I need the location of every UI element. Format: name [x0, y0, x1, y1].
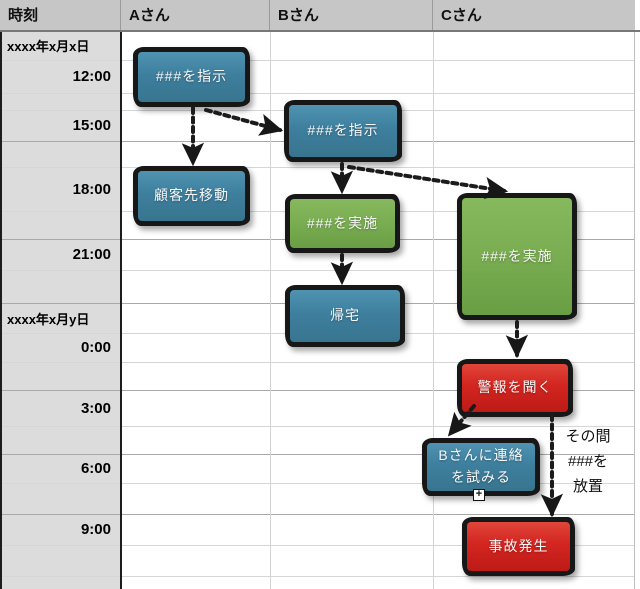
table-right-border — [634, 0, 635, 589]
box-label: 警報を聞く — [477, 379, 553, 396]
box-a-move-to-customer[interactable]: 顧客先移動 — [133, 166, 250, 226]
arrow-a-instruct-to-b-instruct — [204, 108, 284, 136]
box-label-line1: Bさんに連絡 — [438, 447, 524, 464]
header-time: 時刻 — [0, 0, 121, 31]
box-c-hear-alarm[interactable]: 警報を聞く — [457, 359, 573, 417]
box-a-instruct[interactable]: ###を指示 — [133, 47, 250, 107]
annotation-line: 放置 — [572, 478, 603, 495]
time-row-label: 9:00 — [80, 521, 111, 538]
time-row-label: 3:00 — [80, 399, 111, 417]
header-bottom-border — [0, 30, 640, 32]
grid-line — [0, 514, 635, 515]
header-person-a: Aさん — [121, 0, 270, 31]
table-left-border — [0, 0, 2, 589]
box-label: ###を指示 — [307, 122, 379, 139]
time-row-label: 0:00 — [80, 339, 111, 356]
box-label: ###を実施 — [306, 214, 379, 231]
time-row-label: 18:00 — [72, 180, 111, 198]
time-column-background — [0, 31, 121, 589]
box-label: 帰宅 — [330, 307, 360, 324]
box-b-instruct[interactable]: ###を指示 — [284, 100, 402, 162]
grid-line — [0, 545, 635, 546]
grid-line — [0, 60, 635, 61]
header-row: 時刻 Aさん Bさん Cさん — [0, 0, 635, 31]
grid-line — [0, 167, 635, 168]
expand-icon[interactable]: + — [473, 489, 485, 501]
header-person-c: Cさん — [441, 7, 482, 24]
column-divider-b-c — [433, 31, 434, 589]
column-divider-a-b — [270, 31, 271, 589]
annotation-leave-unattended: その間 ###を 放置 — [556, 424, 620, 499]
box-c-execute[interactable]: ###を実施 — [457, 193, 577, 320]
box-label: 顧客先移動 — [154, 187, 229, 204]
box-label-line2: を試みる — [451, 469, 511, 485]
arrow-b-instruct-to-c-execute — [347, 165, 509, 200]
grid-line — [0, 454, 635, 455]
box-label: 事故発生 — [488, 537, 549, 554]
time-row-label: 15:00 — [72, 117, 111, 134]
time-row-label: xxxx年x月y日 — [7, 311, 90, 327]
time-row-label: xxxx年x月x日 — [7, 39, 90, 54]
box-b-execute[interactable]: ###を実施 — [285, 194, 400, 253]
box-c-accident[interactable]: 事故発生 — [462, 517, 575, 576]
box-label: ###を指示 — [155, 68, 228, 85]
grid-line — [0, 93, 635, 94]
time-row-label: 21:00 — [72, 246, 111, 263]
time-row-label: 6:00 — [80, 460, 111, 477]
grid-line — [0, 576, 635, 577]
header-person-b: Bさん — [270, 0, 433, 31]
grid-line — [0, 270, 635, 271]
time-column-border — [120, 31, 122, 589]
annotation-line: その間 — [565, 428, 611, 445]
grid-line — [0, 483, 635, 484]
box-label: ###を実施 — [481, 247, 553, 264]
grid-line — [0, 362, 635, 363]
box-c-try-contact-b[interactable]: Bさんに連絡 を試みる — [422, 438, 540, 496]
grid-line — [0, 390, 635, 391]
grid-line — [0, 426, 635, 427]
time-row-label: 12:00 — [72, 68, 111, 85]
annotation-line: ###を — [567, 453, 609, 470]
box-b-go-home[interactable]: 帰宅 — [285, 285, 405, 347]
